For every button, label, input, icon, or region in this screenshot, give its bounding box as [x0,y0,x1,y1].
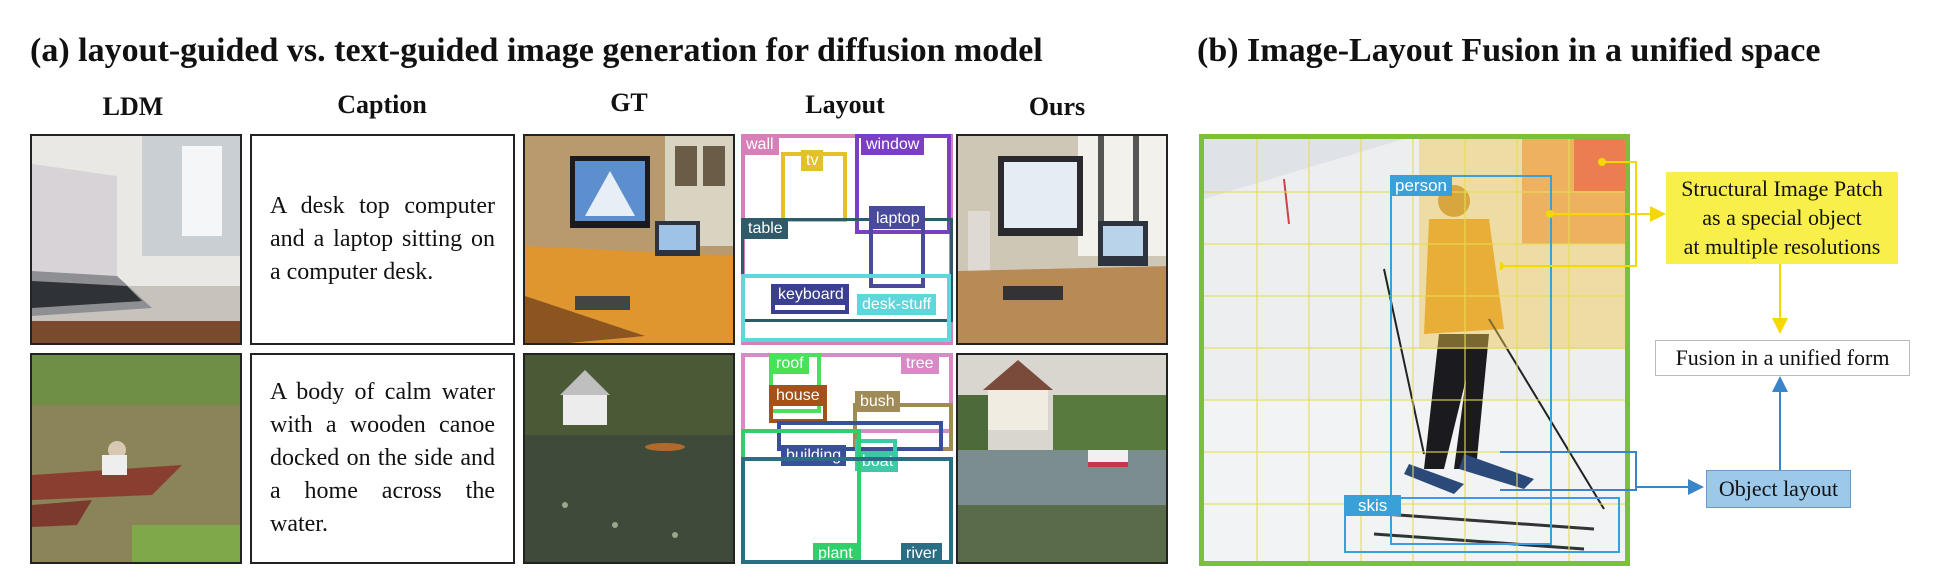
patch-note-line-3: at multiple resolutions [1683,234,1881,259]
layout-tag-roof: roof [771,353,809,374]
skis-tag: skis [1344,495,1402,516]
panel-b-title: (b) Image-Layout Fusion in a unified spa… [1197,32,1821,69]
layout-box-desk-stuff [741,274,951,342]
object-layout-box: Object layout [1706,470,1851,508]
layout-tag-bush: bush [855,391,900,412]
layout-tag-keyboard: keyboard [773,284,849,305]
gt-image-canoe [523,353,735,564]
patch-note-line-2: as a special object [1702,205,1862,230]
fusion-image: person skis [1199,134,1630,566]
caption-row-2: A body of calm water with a wooden canoe… [250,353,515,564]
layout-map-canoe: tree roof house bush building boat plant… [741,353,953,564]
ldm-image-canoe [30,353,242,564]
panel-a-title: (a) layout-guided vs. text-guided image … [30,32,1043,69]
column-header-caption: Caption [337,90,427,119]
fusion-unified-form: Fusion in a unified form [1655,340,1910,376]
ldm-image-laptop [30,134,242,345]
ours-image-desk [956,134,1168,345]
connector-lines [1500,158,1788,495]
ours-image-canoe [956,353,1168,564]
layout-tag-river: river [901,543,943,564]
layout-tag-plant: plant [813,543,858,564]
layout-tag-desk-stuff: desk-stuff [857,294,937,315]
structural-patch-note: Structural Image Patch as a special obje… [1666,172,1898,264]
layout-tag-table: table [743,218,788,239]
layout-tag-house: house [771,385,825,406]
person-box [1390,175,1552,545]
skis-box [1344,497,1620,553]
layout-box-table [741,218,953,322]
caption-row-1: A desk top computer and a laptop sitting… [250,134,515,345]
layout-tag-window: window [861,134,925,155]
layout-box-river [741,457,953,564]
person-tag: person [1390,175,1452,196]
column-header-layout: Layout [805,90,885,119]
patch-note-line-1: Structural Image Patch [1681,176,1883,201]
layout-tag-tree: tree [901,353,939,374]
layout-tag-laptop: laptop [871,208,925,229]
column-header-gt: GT [610,88,648,117]
layout-tag-wall: wall [741,134,779,155]
column-header-ours: Ours [1028,92,1086,121]
layout-map-desk: wall tv window table laptop keyboard des… [741,134,953,345]
gt-image-desk [523,134,735,345]
layout-tag-tv: tv [801,150,824,171]
column-header-ldm: LDM [102,92,164,121]
